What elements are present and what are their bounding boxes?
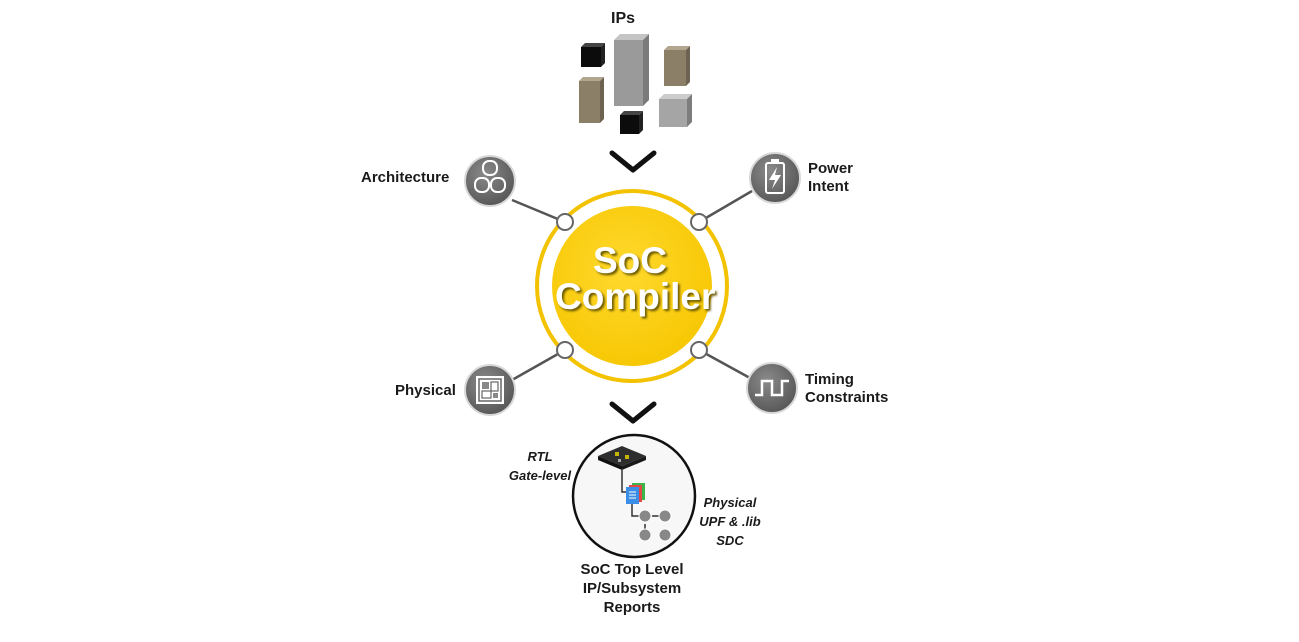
ip-block-gray-tall: [614, 34, 649, 106]
soc-top-level-label: SoC Top Level IP/Subsystem Reports: [562, 560, 702, 617]
power-intent-label-line1: Power: [808, 160, 854, 177]
ip-block-gray-cube: [659, 94, 692, 127]
ip-block-taupe-left: [579, 77, 604, 123]
battery-icon: [765, 159, 785, 194]
timing-label-line1: Timing: [805, 371, 854, 388]
output-left-line2: Gate-level: [508, 468, 572, 483]
power-intent-node: [749, 152, 801, 204]
output-right-line1: Physical: [703, 495, 757, 510]
architecture-label: Architecture: [361, 169, 450, 186]
power-intent-label: Power Intent: [808, 160, 853, 196]
square-wave-icon: [755, 379, 789, 397]
physical-upf-sdc-label: Physical UPF & .lib SDC: [690, 493, 770, 550]
chevron-down-icon: [609, 150, 657, 173]
output-left-line1: RTL: [527, 449, 553, 464]
ip-block-taupe-right: [664, 46, 690, 86]
output-bubble: [571, 433, 697, 559]
mini-icon-grid: [638, 509, 672, 542]
output-bottom-line2: IP/Subsystem: [582, 580, 682, 597]
core-label-line2: Compiler: [555, 276, 716, 317]
architecture-node: [464, 155, 516, 207]
output-bottom-line1: SoC Top Level: [580, 561, 684, 578]
three-circles-icon: [474, 160, 506, 193]
document-stack-icon: [626, 483, 645, 504]
timing-label: Timing Constraints: [805, 371, 888, 407]
timing-label-line2: Constraints: [805, 389, 889, 406]
chevron-down-icon: [609, 401, 657, 424]
ip-block-black-small-bottom: [620, 111, 643, 134]
chip-icon: [598, 446, 646, 470]
timing-node: [746, 362, 798, 414]
tree-connector: [631, 504, 640, 517]
output-bottom-line3: Reports: [603, 599, 661, 616]
physical-node: [464, 364, 516, 416]
output-right-line3: SDC: [716, 533, 744, 548]
floorplan-chip-icon: [476, 376, 504, 404]
connector-lines: [511, 189, 753, 382]
ips-title: IPs: [611, 10, 636, 27]
ip-blocks: [579, 34, 692, 134]
power-intent-label-line2: Intent: [808, 178, 849, 195]
output-right-line2: UPF & .lib: [699, 514, 761, 529]
ip-block-black-small-top: [581, 43, 605, 67]
soc-compiler-core: [552, 206, 712, 366]
physical-label: Physical: [395, 382, 456, 399]
tree-connector: [621, 470, 626, 493]
core-label-line1: SoC: [593, 240, 667, 281]
rtl-gate-level-label: RTL Gate-level: [500, 447, 580, 485]
connector-dots: [556, 213, 708, 359]
core-label: SoC Compiler: [555, 240, 716, 317]
